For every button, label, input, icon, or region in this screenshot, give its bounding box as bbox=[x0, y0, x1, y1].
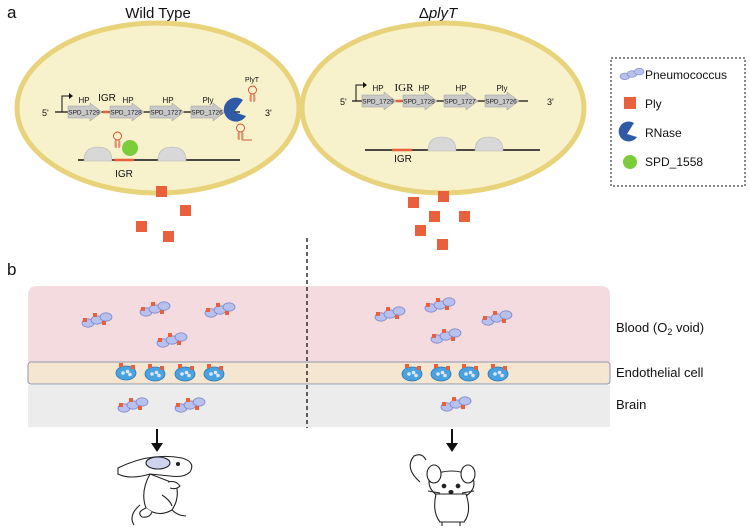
blood-layer bbox=[28, 286, 610, 362]
gene-label-ply: Ply bbox=[496, 84, 507, 93]
spd1558-circle-icon bbox=[623, 155, 637, 169]
ply-square-icon bbox=[624, 97, 636, 109]
gene-label-plyt: PlyT bbox=[245, 77, 260, 84]
ply-square-icon bbox=[438, 191, 449, 202]
rnase-icon bbox=[223, 97, 246, 122]
sick-mouse-icon bbox=[117, 455, 193, 526]
gene-label-hp1: HP bbox=[78, 96, 89, 105]
ply-square-icon bbox=[136, 221, 147, 232]
ply-square-icon bbox=[163, 231, 174, 242]
mutant-title: ΔplyT bbox=[419, 5, 459, 22]
mutant-cell-membrane bbox=[299, 20, 587, 196]
gene-id-1726: SPD_1726 bbox=[485, 99, 517, 106]
legend: Pneumococcus Ply RNase SPD_1558 bbox=[610, 57, 746, 187]
ply-square-icon bbox=[459, 211, 470, 222]
gene-id-1727: SPD_1727 bbox=[150, 110, 182, 117]
pneumococcus-icon bbox=[619, 67, 645, 81]
ply-square-icon bbox=[437, 239, 448, 250]
panel-a-letter: a bbox=[7, 3, 17, 22]
spd1558-icon bbox=[122, 140, 138, 156]
gene-label-hp3: HP bbox=[455, 84, 466, 93]
mut-igr-label: IGR bbox=[394, 154, 412, 165]
endothelial-label: Endothelial cell bbox=[616, 365, 704, 380]
gene-label-hp2: HP bbox=[122, 96, 133, 105]
wt-three-prime: 3' bbox=[265, 108, 272, 118]
legend-spd1558: SPD_1558 bbox=[645, 155, 703, 169]
panel-b-letter: b bbox=[7, 260, 16, 279]
brain-label: Brain bbox=[616, 397, 646, 412]
gene-id-1728: SPD_1728 bbox=[403, 99, 435, 106]
mut-five-prime: 5' bbox=[340, 97, 347, 107]
wt-five-prime: 5' bbox=[42, 108, 49, 118]
gene-label-igr: IGR bbox=[98, 93, 116, 104]
mut-three-prime: 3' bbox=[547, 97, 554, 107]
ply-square-icon bbox=[408, 197, 419, 208]
down-arrow-icon bbox=[446, 429, 458, 452]
mutant-cell: ΔplyT 5' 3' HP IGR HP HP Ply SPD_1729 SP… bbox=[299, 5, 587, 250]
wild-type-title: Wild Type bbox=[125, 5, 191, 22]
brain-layer bbox=[28, 385, 610, 427]
gene-id-1726: SPD_1726 bbox=[191, 110, 223, 117]
ply-square-icon bbox=[156, 186, 167, 197]
gene-label-hp1: HP bbox=[372, 84, 383, 93]
healthy-mouse-icon bbox=[409, 454, 476, 526]
blood-label: Blood (O2 void) bbox=[616, 320, 704, 337]
gene-label-hp2: HP bbox=[418, 84, 429, 93]
ply-square-icon bbox=[415, 225, 426, 236]
promoter-arrow-icon bbox=[61, 95, 69, 112]
ply-square-icon bbox=[429, 211, 440, 222]
gene-label-ply: Ply bbox=[202, 96, 213, 105]
gene-id-1728: SPD_1728 bbox=[110, 110, 142, 117]
down-arrow-icon bbox=[151, 429, 163, 452]
gene-label-igr: IGR bbox=[395, 82, 415, 94]
legend-ply: Ply bbox=[645, 97, 662, 111]
gene-label-hp3: HP bbox=[162, 96, 173, 105]
gene-id-1729: SPD_1729 bbox=[68, 110, 100, 117]
rnase-icon bbox=[618, 121, 637, 142]
wt-igr-label: IGR bbox=[115, 169, 133, 180]
legend-pneumococcus: Pneumococcus bbox=[645, 68, 727, 82]
ply-square-icon bbox=[180, 205, 191, 216]
promoter-arrow-icon bbox=[355, 84, 363, 101]
gene-id-1727: SPD_1727 bbox=[444, 99, 476, 106]
gene-id-1729: SPD_1729 bbox=[362, 99, 394, 106]
legend-rnase: RNase bbox=[645, 126, 682, 140]
endothelial-layer bbox=[27, 361, 611, 385]
wild-type-cell: Wild Type 5' 3' HP IGR HP HP Ply PlyT SP… bbox=[14, 5, 302, 242]
